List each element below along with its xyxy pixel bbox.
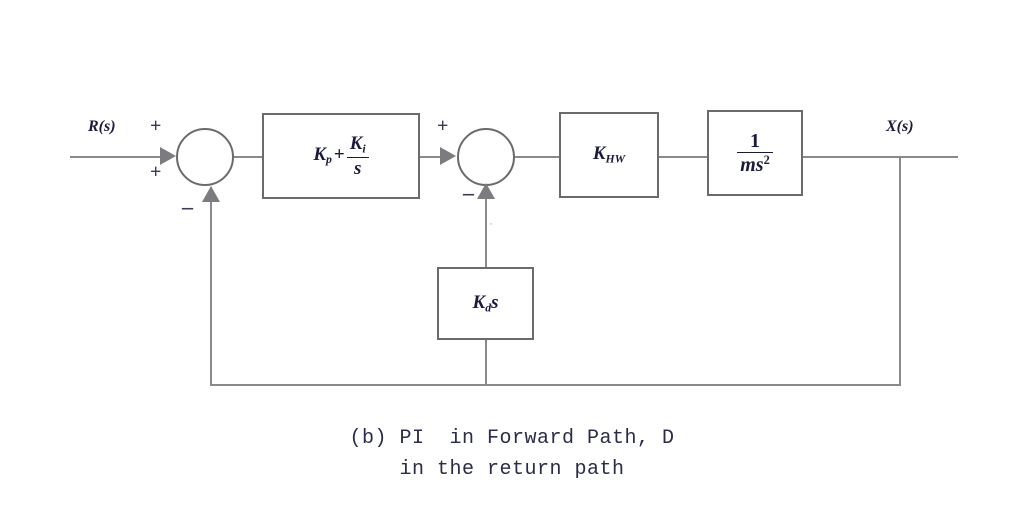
plant-s-symbol: s <box>755 153 764 176</box>
summer2-input-arrowhead <box>440 147 456 165</box>
wire-plant-to-output <box>803 156 958 158</box>
summer1-feedback-arrowhead <box>202 186 220 202</box>
stray-mark: , <box>490 217 492 226</box>
wire-khw-to-plant <box>659 156 707 158</box>
summer2-feedback-arrowhead <box>477 183 495 199</box>
summer2-plus-top: + <box>437 115 449 137</box>
kd-subscript: d <box>485 301 492 315</box>
ki-denominator: s <box>354 157 362 179</box>
plant-exponent: 2 <box>763 153 770 168</box>
derivative-formula: Kds <box>473 293 499 314</box>
pi-plus-operator: + <box>333 144 345 166</box>
kp-subscript: p <box>326 153 332 167</box>
figure-caption: (b) PI in Forward Path, D in the return … <box>0 423 1024 485</box>
summer2-minus-feedback: – <box>463 180 474 205</box>
ki-subscript: i <box>362 142 366 156</box>
hardware-gain-formula: KHW <box>593 144 625 165</box>
plant-fraction: 1 ms2 <box>737 131 773 175</box>
wire-pi-to-summer2 <box>420 156 448 158</box>
feedback-outer-bottom-wire <box>210 384 901 386</box>
kd-branch-lower-wire <box>485 340 487 386</box>
kd-variable: s <box>491 291 499 313</box>
wire-summer1-to-pi <box>234 156 262 158</box>
kd-branch-upper-wire <box>485 196 487 267</box>
summer1-plus-top: + <box>150 115 162 137</box>
kd-symbol: K <box>472 291 486 313</box>
hardware-gain-block: KHW <box>559 112 659 198</box>
input-wire <box>70 156 168 158</box>
khw-symbol: K <box>592 143 606 165</box>
summer1-plus-bottom: + <box>150 161 162 183</box>
khw-subscript: HW <box>605 152 626 166</box>
output-signal-label: X(s) <box>886 118 914 135</box>
input-signal-label: R(s) <box>88 118 116 135</box>
plant-denominator: ms2 <box>737 153 773 175</box>
ki-symbol: K <box>349 133 363 155</box>
caption-line-1: (b) PI in Forward Path, D <box>349 427 675 450</box>
derivative-block: Kds <box>437 267 534 340</box>
plant-formula: 1 ms2 <box>737 131 773 175</box>
summing-junction-1 <box>176 128 234 186</box>
feedback-outer-down-wire <box>899 156 901 386</box>
summing-junction-2 <box>457 128 515 186</box>
kp-symbol: K <box>313 144 326 166</box>
summer1-minus-feedback: – <box>182 194 193 219</box>
ki-numerator: Ki <box>346 133 369 158</box>
caption-line-2: in the return path <box>399 458 625 481</box>
plant-block: 1 ms2 <box>707 110 803 196</box>
input-arrowhead <box>160 147 176 165</box>
wire-summer2-to-khw <box>515 156 560 158</box>
feedback-outer-up-wire <box>210 200 212 386</box>
plant-mass-symbol: m <box>740 153 756 176</box>
plant-numerator: 1 <box>737 131 773 154</box>
